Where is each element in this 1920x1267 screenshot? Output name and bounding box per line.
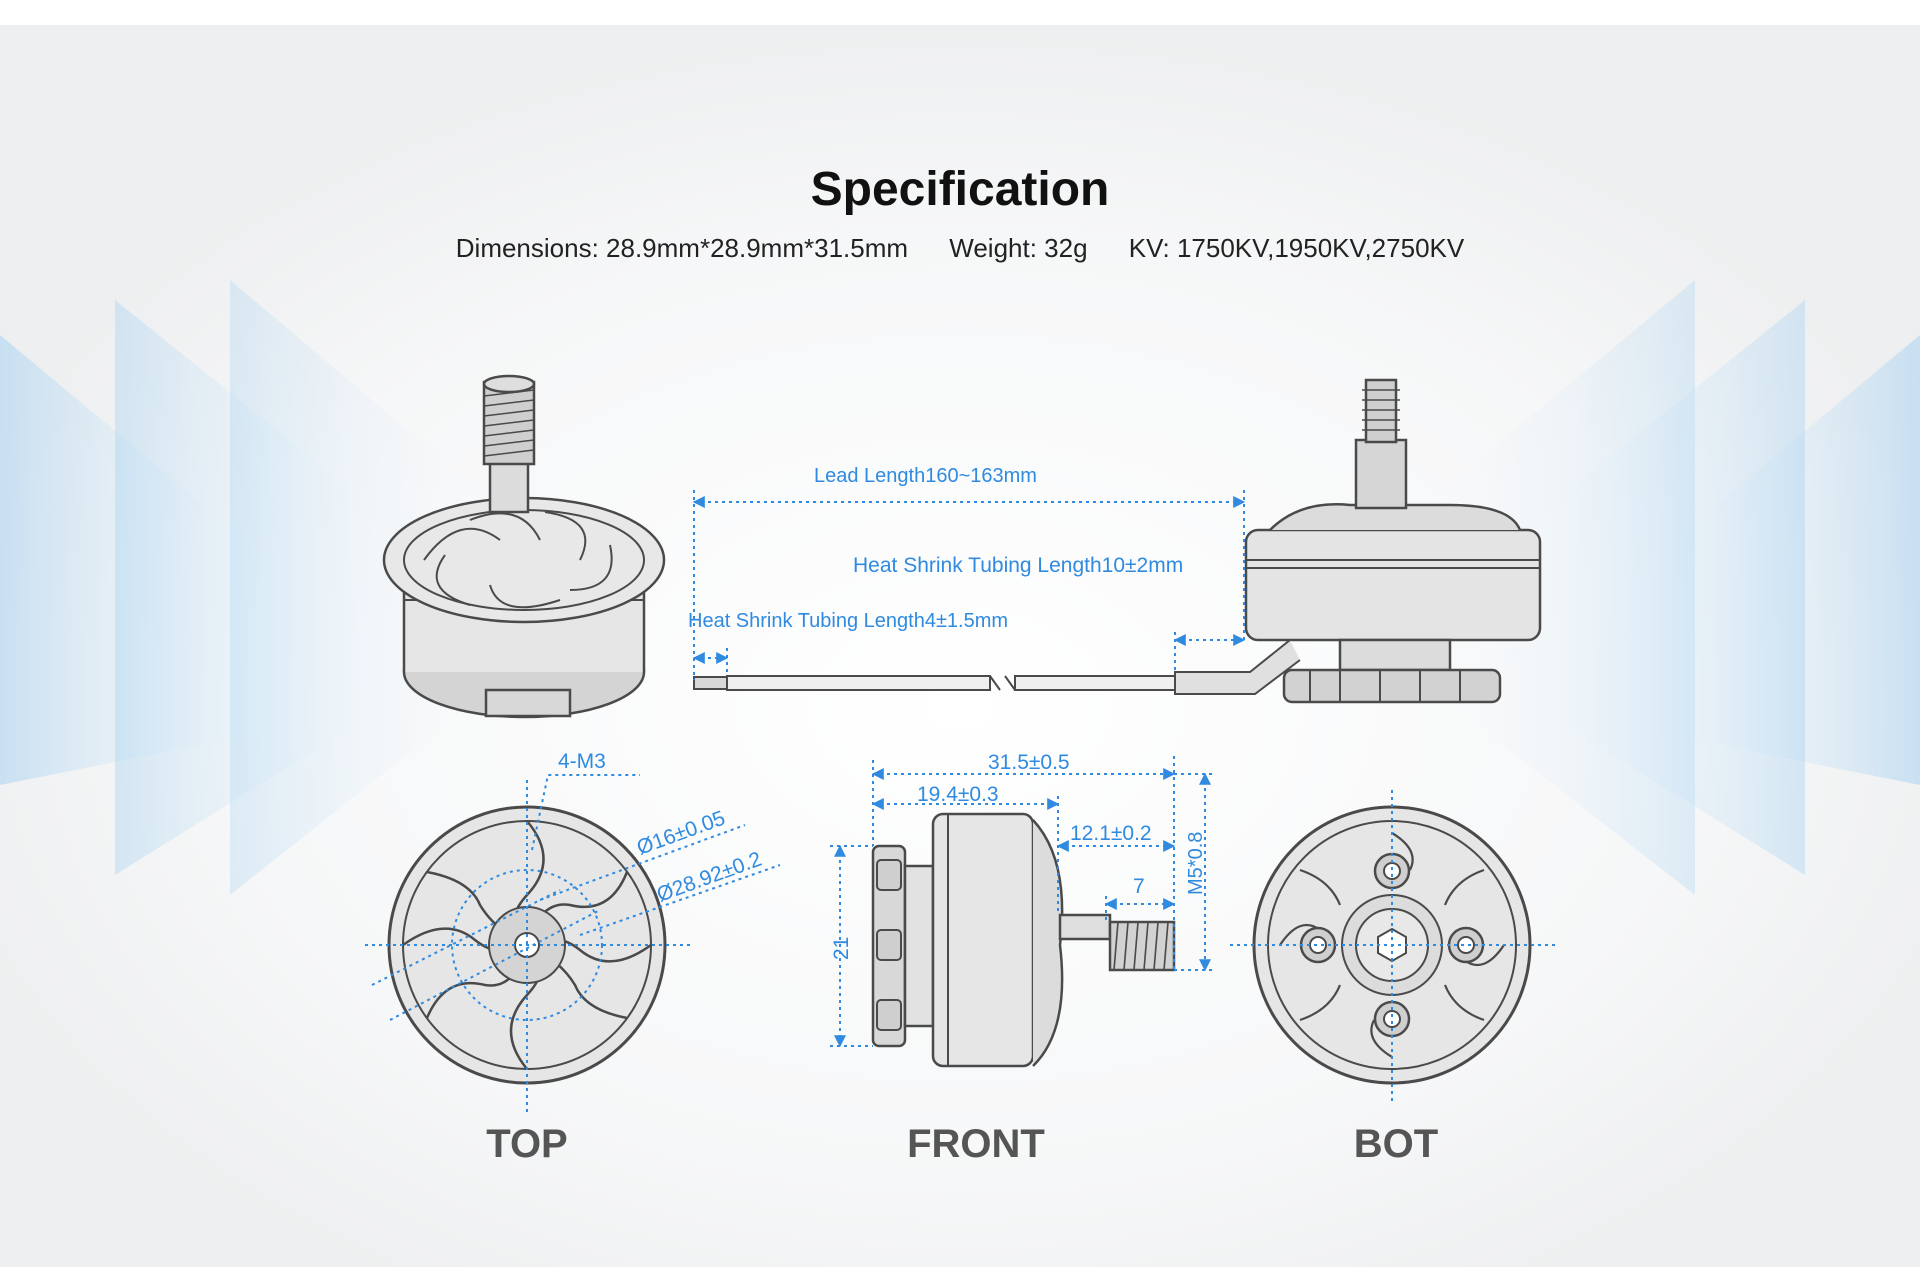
len-194-label: 19.4±0.3	[917, 783, 999, 806]
spec-summary: Dimensions: 28.9mm*28.9mm*31.5mm Weight:…	[0, 233, 1920, 264]
motor-side-view-right	[693, 378, 1542, 704]
thread-label: M5*0.8	[1185, 832, 1207, 895]
front-dimension-lines	[830, 756, 1215, 1048]
top-view-drawing	[365, 774, 781, 1112]
heat-shrink-10-label: Heat Shrink Tubing Length10±2mm	[853, 554, 1183, 577]
len-121-label: 12.1±0.2	[1070, 822, 1152, 845]
dia-16-label: Ø16±0.05	[634, 807, 728, 860]
dimensions-text: Dimensions: 28.9mm*28.9mm*31.5mm	[455, 233, 909, 263]
lead-length-label: Lead Length160~163mm	[814, 465, 1037, 487]
holes-label: 4-M3	[558, 750, 606, 773]
bot-view-drawing	[1230, 790, 1555, 1105]
motor-3d-view-left	[382, 374, 666, 719]
len-21-label: 21	[830, 937, 853, 960]
view-label-front: FRONT	[907, 1122, 1045, 1166]
view-label-top: TOP	[486, 1122, 568, 1166]
len-315-label: 31.5±0.5	[988, 751, 1070, 774]
page-title: Specification	[810, 163, 1110, 216]
lead-dimension-lines	[692, 490, 1246, 680]
kv-text: KV: 1750KV,1950KV,2750KV	[1128, 233, 1465, 263]
heat-shrink-4-label: Heat Shrink Tubing Length4±1.5mm	[688, 610, 1008, 632]
front-view-drawing	[871, 812, 1176, 1068]
len-7-label: 7	[1133, 875, 1145, 898]
weight-text: Weight: 32g	[949, 233, 1088, 263]
view-label-bot: BOT	[1354, 1122, 1438, 1166]
